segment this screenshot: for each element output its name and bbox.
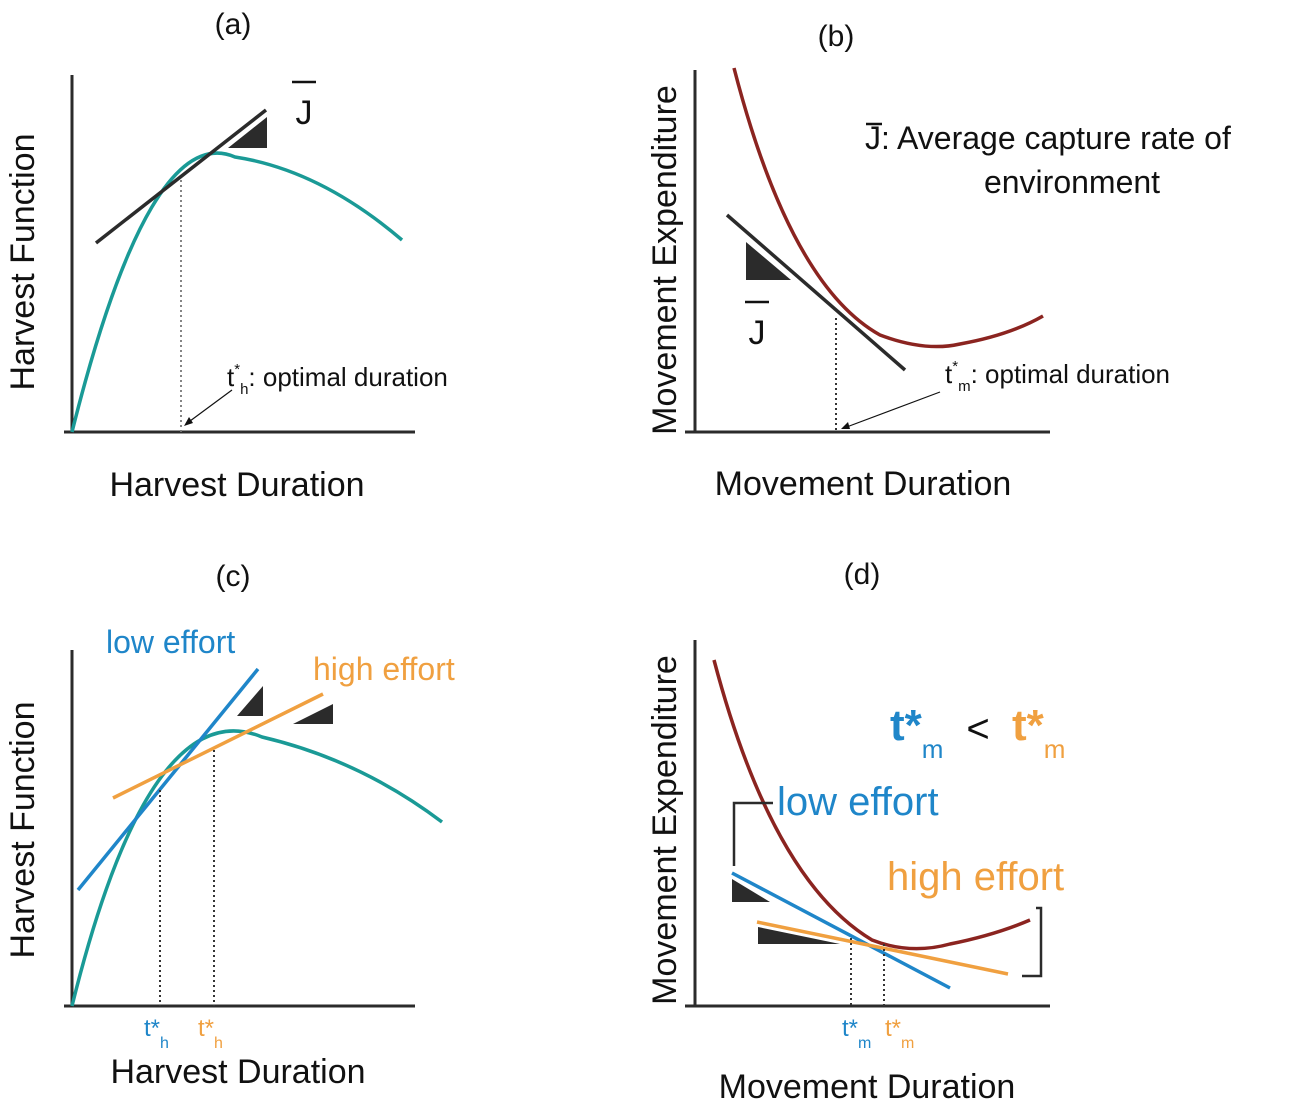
panel-d-low-effort-bracket (732, 801, 773, 866)
panel-a-arrow-line (185, 389, 233, 425)
panel-b-movement-curve (732, 67, 1044, 349)
panel-b-legend-line2: environment (984, 164, 1160, 200)
panel-d-movement-curve (712, 659, 1031, 951)
panel-a-label: (a) (215, 8, 252, 41)
panel-b-arrow-line (843, 391, 941, 429)
panel-b-y-label: Movement Expenditure (646, 85, 684, 435)
panel-d-high-slope-triangle (758, 927, 840, 944)
panel-c-high-effort-tangent (112, 692, 324, 800)
panel-d-compare-left: t*m (890, 701, 943, 764)
panel-a: (a) J t*h: optimal duration Harvest Dura… (4, 8, 448, 504)
panel-c-y-label: Harvest Function (4, 702, 42, 959)
panel-c: (c) low effort high effort t*h t*h Harve… (4, 560, 455, 1091)
panel-d-high-effort-label: high effort (887, 855, 1064, 899)
panel-b-legend-line1: J: Average capture rate of (865, 120, 1231, 156)
panel-a-tangent-line (94, 108, 268, 245)
panel-b: (b) J t*m: optimal duration J: Average c… (646, 20, 1231, 503)
panel-a-harvest-curve (70, 151, 404, 433)
panel-b-optimal-label: t*m: optimal duration (945, 358, 1170, 395)
panel-d-low-effort-label: low effort (777, 780, 939, 824)
panel-a-arrow-head (184, 417, 193, 426)
panel-a-slope-label: J (296, 94, 313, 132)
panel-a-x-label: Harvest Duration (109, 466, 364, 504)
panel-c-high-tick-label: t*h (198, 1015, 223, 1052)
panel-b-arrow-head (841, 422, 850, 429)
panel-d-high-effort-tangent (756, 920, 1009, 976)
panel-b-x-label: Movement Duration (715, 465, 1012, 503)
panel-a-slope-triangle (228, 117, 267, 148)
panel-c-label: (c) (216, 560, 251, 593)
panel-b-slope-label: J (749, 314, 766, 352)
panel-c-high-slope-triangle (293, 704, 333, 724)
panel-c-low-effort-tangent (76, 667, 260, 892)
panel-d-high-effort-bracket (1022, 906, 1043, 978)
panel-b-slope-triangle (746, 242, 791, 280)
panel-d: (d) low effort high effort t*m < t*m t*m… (646, 558, 1065, 1106)
panel-d-low-effort-tangent (731, 871, 951, 990)
panel-d-y-label: Movement Expenditure (646, 655, 684, 1005)
panel-d-high-tick-label: t*m (885, 1015, 914, 1052)
panel-a-y-label: Harvest Function (4, 134, 42, 391)
panel-b-label: (b) (818, 20, 855, 53)
panel-c-low-effort-label: low effort (106, 624, 235, 660)
panel-b-tangent-line (725, 213, 907, 372)
panel-c-low-tick-label: t*h (144, 1015, 169, 1052)
panel-d-compare-operator: < (966, 707, 989, 751)
panel-d-low-slope-triangle (732, 879, 770, 902)
panel-d-compare-right: t*m (1012, 701, 1065, 764)
panel-c-low-slope-triangle (237, 686, 263, 716)
panel-c-high-effort-label: high effort (313, 651, 455, 687)
panel-a-optimal-label: t*h: optimal duration (227, 361, 448, 398)
panel-d-label: (d) (844, 558, 881, 591)
panel-c-x-label: Harvest Duration (110, 1053, 365, 1091)
panel-c-harvest-curve (70, 729, 444, 1007)
panel-d-x-label: Movement Duration (719, 1068, 1016, 1106)
panel-d-low-tick-label: t*m (842, 1015, 871, 1052)
